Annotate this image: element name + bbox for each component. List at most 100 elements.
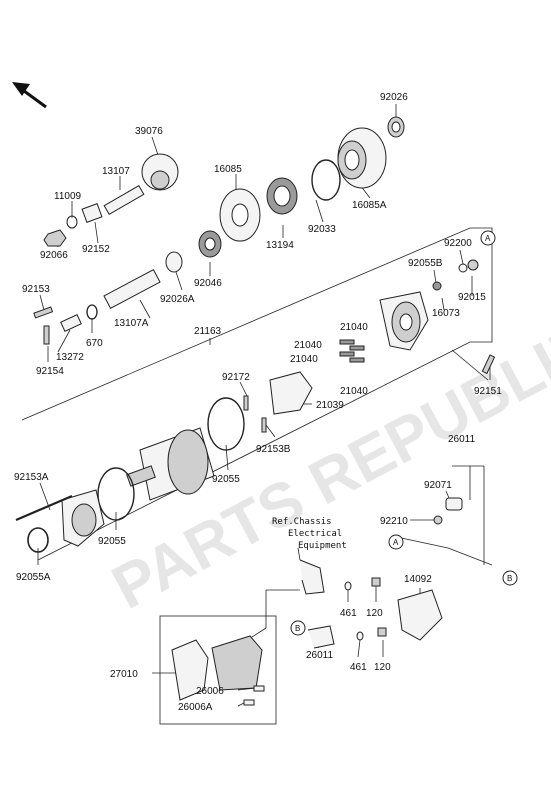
part-92055-oring-top xyxy=(207,397,245,451)
label-26011-b: 26011 xyxy=(306,650,334,661)
part-21040-brush-4 xyxy=(349,357,365,363)
parts-electrical xyxy=(171,497,493,706)
part-92071-cap xyxy=(445,497,463,511)
parts-starter xyxy=(15,259,496,553)
part-92055-oring-bottom xyxy=(97,467,135,521)
part-92172-screw xyxy=(243,395,249,411)
assembly-bracket xyxy=(21,227,493,561)
ref-note-line3: Equipment xyxy=(298,541,347,551)
label-92026A: 92026A xyxy=(160,294,195,305)
part-92153B-bolt xyxy=(261,417,267,433)
svg-text:A: A xyxy=(393,538,399,547)
label-14092: 14092 xyxy=(404,574,432,585)
svg-text:B: B xyxy=(295,624,300,633)
part-26011-cable xyxy=(391,535,493,566)
part-92055A-oring xyxy=(27,527,49,553)
label-21040-d: 21040 xyxy=(340,386,368,397)
label-92151: 92151 xyxy=(474,386,502,397)
part-labels: 92026 39076 13107 16085 11009 92066 9215… xyxy=(14,92,502,713)
label-120-a: 120 xyxy=(366,608,383,619)
label-92153B: 92153B xyxy=(256,444,291,455)
part-92033-circlip xyxy=(311,159,341,201)
label-21039: 21039 xyxy=(316,400,344,411)
part-120-bolt-1 xyxy=(371,577,381,587)
label-26006A: 26006A xyxy=(178,702,213,713)
label-92172: 92172 xyxy=(222,372,250,383)
label-92033: 92033 xyxy=(308,224,336,235)
part-26006-fuse xyxy=(253,685,265,692)
part-92200-washer xyxy=(458,263,468,273)
part-92026A-washer xyxy=(165,251,183,273)
label-13107A: 13107A xyxy=(114,318,149,329)
part-92066-plug xyxy=(43,229,67,247)
part-21039-brush-holder xyxy=(269,371,313,415)
label-92055B: 92055B xyxy=(408,258,443,269)
label-26011: 26011 xyxy=(448,434,476,445)
label-13272: 13272 xyxy=(56,352,84,363)
label-92015: 92015 xyxy=(458,292,486,303)
label-92152: 92152 xyxy=(82,244,110,255)
label-16073: 16073 xyxy=(432,308,460,319)
label-21163: 21163 xyxy=(194,326,222,337)
part-14092-relay xyxy=(397,589,443,641)
label-92026: 92026 xyxy=(380,92,408,103)
label-120-b: 120 xyxy=(374,662,391,673)
label-92200: 92200 xyxy=(444,238,472,249)
svg-text:B: B xyxy=(507,574,512,583)
label-92046: 92046 xyxy=(194,278,222,289)
part-92153-bolt xyxy=(33,306,54,319)
label-11009: 11009 xyxy=(54,191,82,202)
part-chassis-bracket xyxy=(299,559,325,595)
label-92055-bottom: 92055 xyxy=(98,536,126,547)
label-26006: 26006 xyxy=(196,686,224,697)
part-27010-relay-cover xyxy=(171,639,209,701)
callout-a-bottom: A xyxy=(388,534,404,550)
part-21040-brush-2 xyxy=(349,345,365,351)
part-92153A-long-bolt xyxy=(15,494,73,522)
svg-text:A: A xyxy=(485,234,491,243)
ref-note-line1: Ref.Chassis xyxy=(272,517,332,527)
label-16085A: 16085A xyxy=(352,200,387,211)
part-11009-washer xyxy=(66,215,78,229)
part-92055B-oring xyxy=(432,281,442,291)
part-92152-collar xyxy=(81,203,103,223)
label-92153A: 92153A xyxy=(14,472,49,483)
label-21040-a: 21040 xyxy=(340,322,368,333)
label-461-b: 461 xyxy=(350,662,367,673)
part-461-washer-2 xyxy=(356,631,364,641)
label-670: 670 xyxy=(86,338,103,349)
part-13107-shaft xyxy=(103,184,145,216)
label-92153: 92153 xyxy=(22,284,50,295)
label-16085: 16085 xyxy=(214,164,242,175)
part-21040-brush-1 xyxy=(339,339,355,345)
label-461-a: 461 xyxy=(340,608,357,619)
label-92055-top: 92055 xyxy=(212,474,240,485)
relay-group-box xyxy=(159,615,277,725)
callout-a-top: A xyxy=(480,230,496,246)
label-39076: 39076 xyxy=(135,126,163,137)
parts-top xyxy=(33,116,405,345)
part-26011-cable-b xyxy=(307,625,335,649)
part-461-washer-1 xyxy=(344,581,352,591)
label-13194: 13194 xyxy=(266,240,294,251)
callout-b-right: B xyxy=(502,570,518,586)
part-92210-nut xyxy=(433,515,443,525)
label-13107: 13107 xyxy=(102,166,130,177)
label-21040-b: 21040 xyxy=(294,340,322,351)
part-13272-plate xyxy=(60,314,82,332)
front-direction-arrow-icon xyxy=(12,82,47,109)
ref-note-line2: Electrical xyxy=(288,529,342,539)
part-670-oring xyxy=(86,304,98,320)
label-92071: 92071 xyxy=(424,480,452,491)
callout-b-left: B xyxy=(290,620,306,636)
part-92154-bolt xyxy=(43,325,50,345)
part-92151-bolt xyxy=(481,354,496,375)
part-26006A-fuse xyxy=(243,699,255,706)
part-21040-brush-3 xyxy=(339,351,355,357)
part-27010-relay-body xyxy=(211,635,263,691)
part-13107A-shaft xyxy=(103,268,161,310)
label-92210: 92210 xyxy=(380,516,408,527)
part-120-bolt-2 xyxy=(377,627,387,637)
label-92066: 92066 xyxy=(40,250,68,261)
